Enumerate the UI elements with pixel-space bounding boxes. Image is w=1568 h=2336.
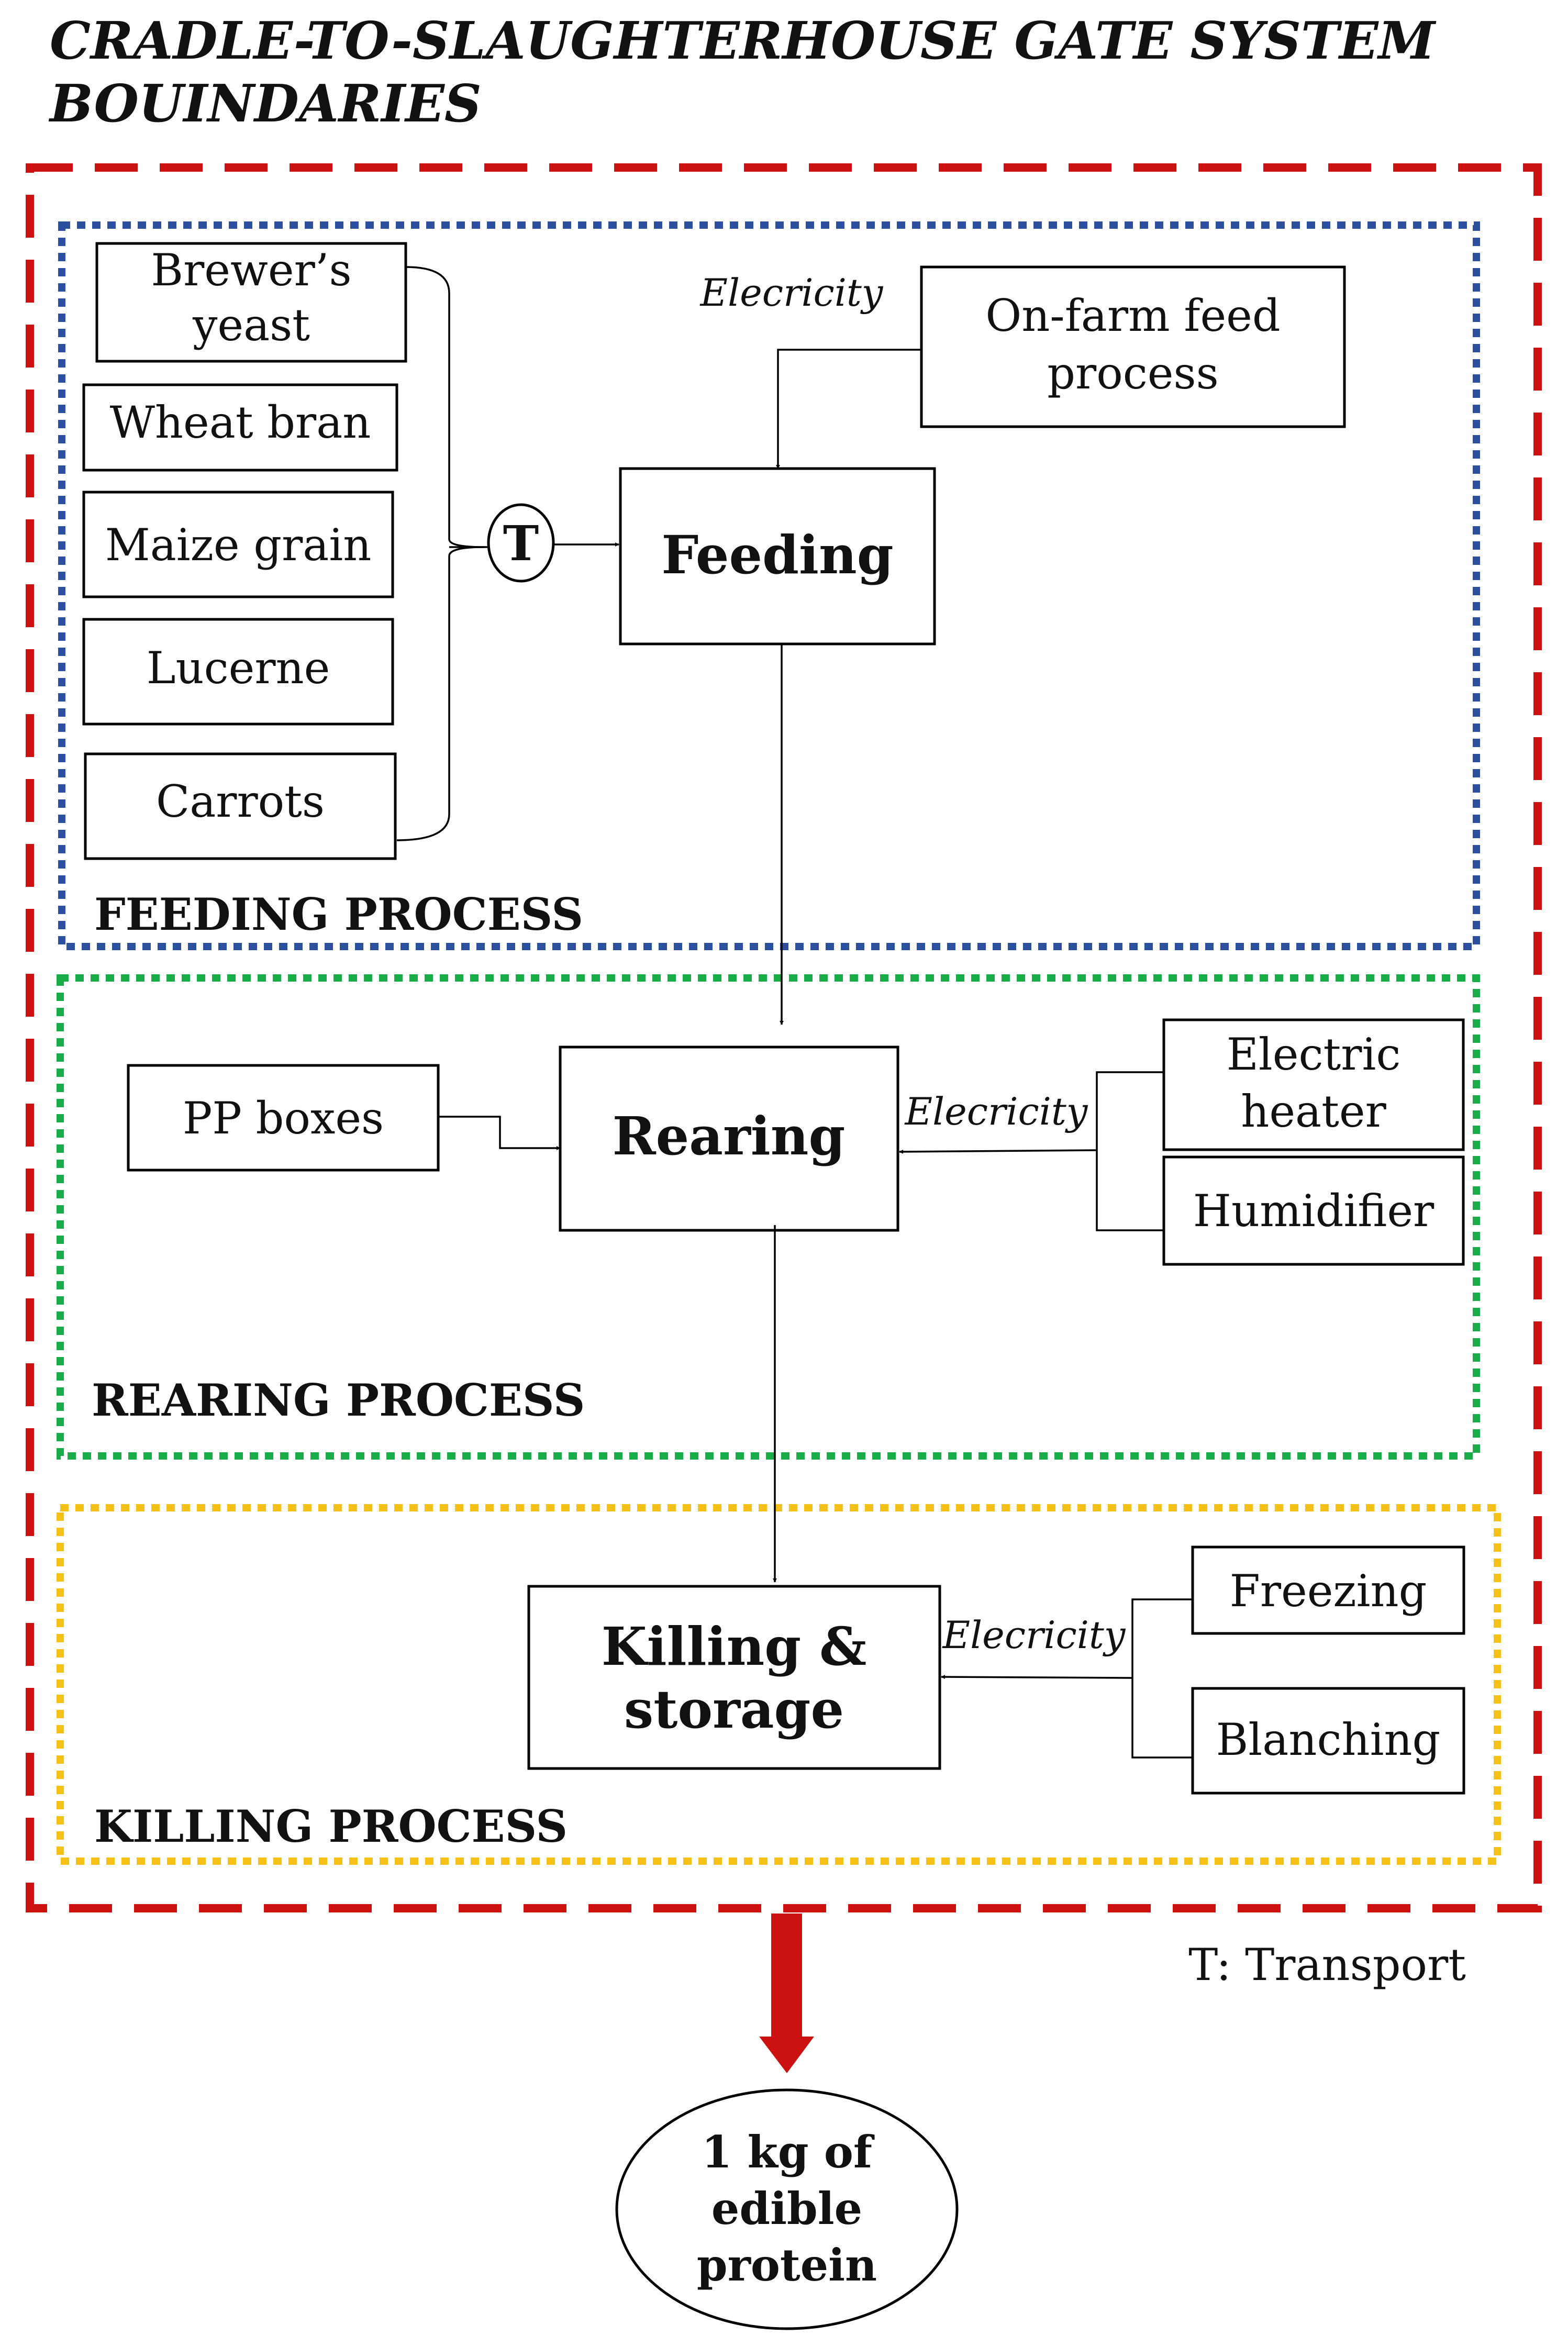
svg-text:Freezing: Freezing <box>1230 1565 1427 1617</box>
svg-text:edible: edible <box>711 2183 862 2234</box>
svg-text:storage: storage <box>624 1678 844 1740</box>
svg-text:On-farm feed: On-farm feed <box>985 290 1280 341</box>
title-line-1: CRADLE-TO-SLAUGHTERHOUSE GATE SYSTEM <box>50 11 1437 71</box>
rearing-step-box: Rearing <box>559 1045 899 1232</box>
feeding-process-label: FEEDING PROCESS <box>94 888 583 940</box>
feed-input-carrots: Carrots <box>84 752 397 860</box>
transport-node: T <box>487 503 555 583</box>
title-line-2: BOUINDARIES <box>48 74 482 134</box>
killing-input-blanching: Blanching <box>1191 1687 1465 1795</box>
svg-text:Maize grain: Maize grain <box>105 519 372 571</box>
svg-text:Electric: Electric <box>1227 1029 1401 1080</box>
feed-input-wheat-bran: Wheat bran <box>82 383 398 472</box>
killing-electricity-arrow <box>941 1675 1133 1679</box>
output-arrow <box>759 1914 814 2073</box>
feeding-electricity-label: Elecricity <box>699 271 884 315</box>
feed-input-brewers-yeast: Brewer’s yeast <box>95 242 407 363</box>
pp-boxes-to-rearing-arrow <box>438 1116 561 1150</box>
rearing-electricity-label: Elecricity <box>904 1089 1088 1133</box>
feeding-process-region <box>58 221 1480 950</box>
killing-inputs-bracket <box>1131 1598 1193 1759</box>
svg-text:Blanching: Blanching <box>1216 1714 1441 1765</box>
svg-text:heater: heater <box>1241 1086 1386 1137</box>
feed-input-lucerne: Lucerne <box>82 618 394 726</box>
svg-text:Humidifier: Humidifier <box>1193 1185 1434 1237</box>
svg-text:PP boxes: PP boxes <box>183 1093 384 1144</box>
svg-text:Carrots: Carrots <box>156 776 325 827</box>
svg-text:1 kg of: 1 kg of <box>702 2126 875 2178</box>
svg-text:Lucerne: Lucerne <box>147 642 330 694</box>
svg-text:Feeding: Feeding <box>661 524 893 586</box>
on-farm-feed-process-box: On-farm feed process <box>920 265 1346 428</box>
functional-unit-ellipse: 1 kg of edible protein <box>615 2088 959 2330</box>
svg-text:yeast: yeast <box>192 299 310 351</box>
svg-text:Rearing: Rearing <box>613 1105 846 1167</box>
killing-input-freezing: Freezing <box>1191 1545 1465 1635</box>
feed-input-maize-grain: Maize grain <box>82 491 394 598</box>
killing-electricity-label: Elecricity <box>942 1613 1126 1657</box>
rearing-inputs-bracket <box>1096 1071 1164 1231</box>
on-farm-to-feeding-arrow <box>776 349 921 469</box>
pp-boxes-input: PP boxes <box>127 1064 440 1172</box>
svg-text:Brewer’s: Brewer’s <box>151 244 351 296</box>
svg-text:process: process <box>1047 348 1218 399</box>
feeding-step-box: Feeding <box>619 467 936 646</box>
svg-text:protein: protein <box>697 2239 877 2291</box>
rearing-process-region <box>57 974 1480 1460</box>
killing-storage-step-box: Killing & storage <box>527 1585 941 1770</box>
transport-symbol: T <box>503 515 539 572</box>
rearing-input-electric-heater: Electric heater <box>1162 1018 1465 1151</box>
rearing-electricity-arrow <box>899 1149 1097 1154</box>
transport-legend: T: Transport <box>1188 1939 1466 1990</box>
svg-text:Killing &: Killing & <box>602 1616 867 1677</box>
rearing-input-humidifier: Humidifier <box>1162 1155 1465 1266</box>
svg-text:Wheat bran: Wheat bran <box>110 397 371 448</box>
killing-process-label: KILLING PROCESS <box>94 1800 568 1852</box>
system-boundary <box>26 163 1542 1912</box>
feed-inputs-brace <box>396 266 485 841</box>
rearing-process-label: REARING PROCESS <box>92 1374 585 1426</box>
killing-process-region <box>57 1504 1501 1865</box>
